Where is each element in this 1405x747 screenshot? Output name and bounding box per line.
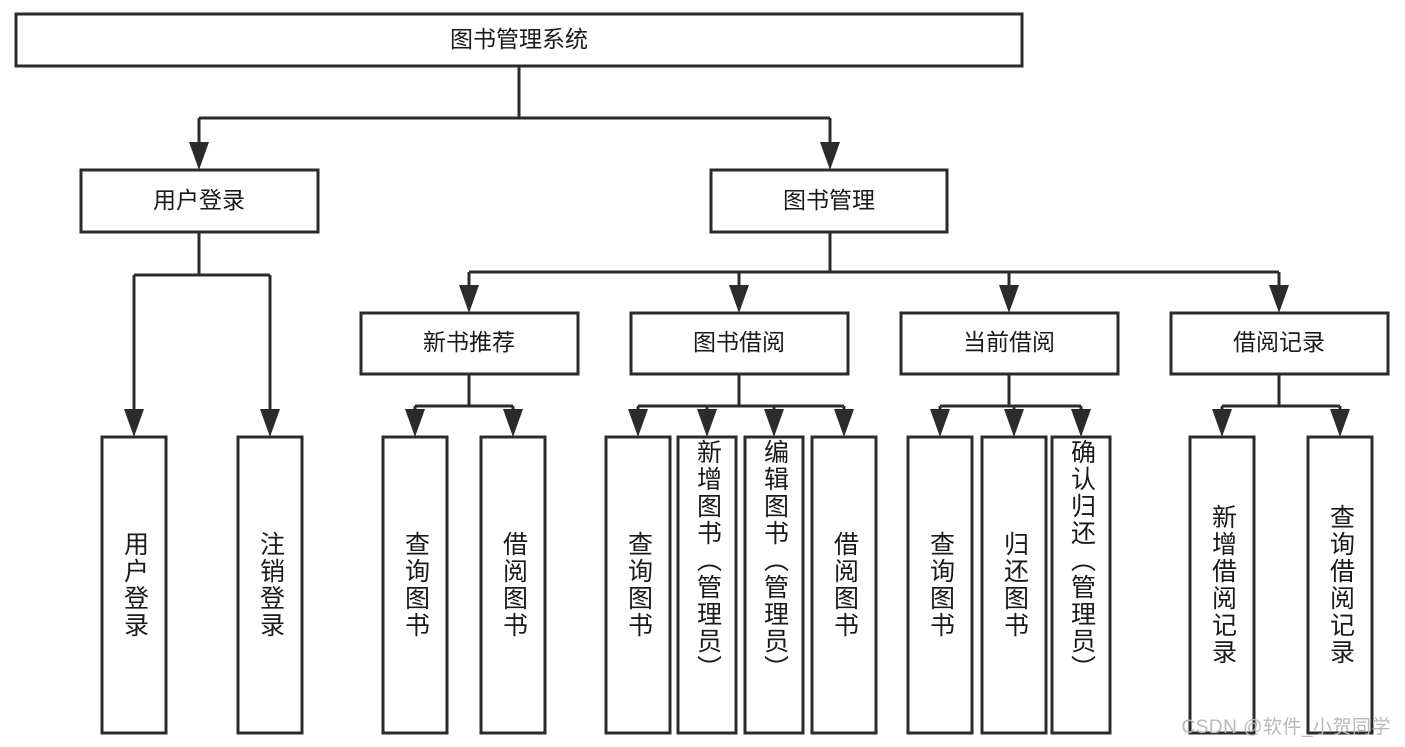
node-box (79, 168, 320, 234)
arrow-head-icon (1071, 409, 1091, 437)
node-box (1169, 311, 1390, 376)
arrow-head-icon (1004, 409, 1024, 437)
arrow-head-icon (124, 409, 144, 437)
node-label-container: 注销登录 (256, 531, 285, 639)
arrow-head-icon (189, 142, 209, 170)
node-label: 用户登录 (120, 531, 149, 639)
node-label: 图书管理系统 (450, 26, 588, 52)
node-box (100, 435, 168, 735)
node-label-container: 新增借阅记录 (1208, 504, 1237, 666)
arrow-head-icon (834, 409, 854, 437)
node-leaf-add-borrow-record[interactable]: 新增借阅记录 (1188, 435, 1256, 735)
arrow-head-icon (764, 409, 784, 437)
node-label: 图书管理 (783, 187, 875, 213)
arrow-head-icon (1212, 409, 1232, 437)
connector-borrow-record-to-leaves (1212, 374, 1350, 437)
arrow-head-icon (459, 285, 479, 313)
node-label-container: 确认归还（管理员） (1067, 439, 1096, 682)
node-root[interactable]: 图书管理系统 (14, 12, 1024, 68)
node-book-borrow[interactable]: 图书借阅 (629, 311, 850, 376)
node-leaf-edit-book-admin[interactable]: 编辑图书（管理员） (743, 435, 805, 735)
node-leaf-borrow-book-1[interactable]: 借阅图书 (479, 435, 547, 735)
node-current-borrow[interactable]: 当前借阅 (899, 311, 1120, 376)
node-user-login[interactable]: 用户登录 (79, 168, 320, 234)
node-box (381, 435, 449, 735)
node-label: 借阅图书 (830, 531, 859, 639)
node-box (629, 311, 850, 376)
arrow-head-icon (999, 285, 1019, 313)
connector-root-to-level2 (189, 66, 840, 170)
node-leaf-query-book-3[interactable]: 查询图书 (906, 435, 974, 735)
arrow-head-icon (820, 142, 840, 170)
connector-user-login-to-leaves (124, 232, 280, 437)
node-leaf-return-book[interactable]: 归还图书 (980, 435, 1048, 735)
node-box (709, 168, 949, 234)
node-label: 查询图书 (624, 531, 653, 639)
node-label: 图书借阅 (693, 329, 785, 355)
node-label: 借阅记录 (1233, 329, 1325, 355)
arrow-head-icon (628, 409, 648, 437)
node-box (810, 435, 878, 735)
node-label: 新书推荐 (423, 329, 515, 355)
node-borrow-record[interactable]: 借阅记录 (1169, 311, 1390, 376)
node-label: 用户登录 (153, 187, 245, 213)
node-label-container: 借阅图书 (830, 531, 859, 639)
node-label: 查询借阅记录 (1326, 504, 1355, 666)
node-label-container: 用户登录 (120, 531, 149, 639)
node-label: 注销登录 (256, 531, 285, 639)
node-label-container: 新增图书（管理员） (693, 439, 722, 682)
node-leaf-confirm-return-admin[interactable]: 确认归还（管理员） (1050, 435, 1112, 735)
node-label-container: 归还图书 (1000, 531, 1029, 639)
node-box (359, 311, 580, 376)
node-label: 借阅图书 (499, 531, 528, 639)
node-leaf-user-logout[interactable]: 注销登录 (236, 435, 304, 735)
node-label-container: 查询借阅记录 (1326, 504, 1355, 666)
node-label-container: 借阅图书 (499, 531, 528, 639)
node-label: 新增图书（管理员） (693, 439, 722, 682)
node-box (980, 435, 1048, 735)
node-box (743, 435, 805, 735)
node-label: 归还图书 (1000, 531, 1029, 639)
arrow-head-icon (930, 409, 950, 437)
node-label: 新增借阅记录 (1208, 504, 1237, 666)
node-box (479, 435, 547, 735)
node-label-container: 查询图书 (401, 531, 430, 639)
node-book-manage[interactable]: 图书管理 (709, 168, 949, 234)
node-box (906, 435, 974, 735)
node-label-container: 查询图书 (926, 531, 955, 639)
arrow-head-icon (503, 409, 523, 437)
node-new-book-rec[interactable]: 新书推荐 (359, 311, 580, 376)
node-leaf-query-borrow-record[interactable]: 查询借阅记录 (1306, 435, 1374, 735)
arrow-head-icon (1330, 409, 1350, 437)
node-leaf-add-book-admin[interactable]: 新增图书（管理员） (676, 435, 738, 735)
node-box (899, 311, 1120, 376)
arrow-head-icon (405, 409, 425, 437)
connector-new-book-rec-to-leaves (405, 374, 523, 437)
node-label-container: 查询图书 (624, 531, 653, 639)
connector-book-borrow-to-leaves (628, 374, 854, 437)
connector-book-manage-to-level3 (459, 232, 1289, 313)
node-label-container: 编辑图书（管理员） (760, 439, 789, 682)
node-box (604, 435, 672, 735)
node-box (14, 12, 1024, 68)
node-box (1188, 435, 1256, 735)
node-box (236, 435, 304, 735)
connector-current-borrow-to-leaves (930, 374, 1091, 437)
node-box (1306, 435, 1374, 735)
node-label: 编辑图书（管理员） (760, 439, 789, 682)
arrow-head-icon (729, 285, 749, 313)
node-leaf-user-login[interactable]: 用户登录 (100, 435, 168, 735)
node-label: 查询图书 (401, 531, 430, 639)
node-leaf-query-book-1[interactable]: 查询图书 (381, 435, 449, 735)
arrow-head-icon (260, 409, 280, 437)
node-label: 当前借阅 (963, 329, 1055, 355)
arrow-head-icon (697, 409, 717, 437)
node-label: 确认归还（管理员） (1067, 439, 1096, 682)
node-leaf-borrow-book-2[interactable]: 借阅图书 (810, 435, 878, 735)
arrow-head-icon (1269, 285, 1289, 313)
node-box (676, 435, 738, 735)
node-leaf-query-book-2[interactable]: 查询图书 (604, 435, 672, 735)
node-label: 查询图书 (926, 531, 955, 639)
node-box (1050, 435, 1112, 735)
